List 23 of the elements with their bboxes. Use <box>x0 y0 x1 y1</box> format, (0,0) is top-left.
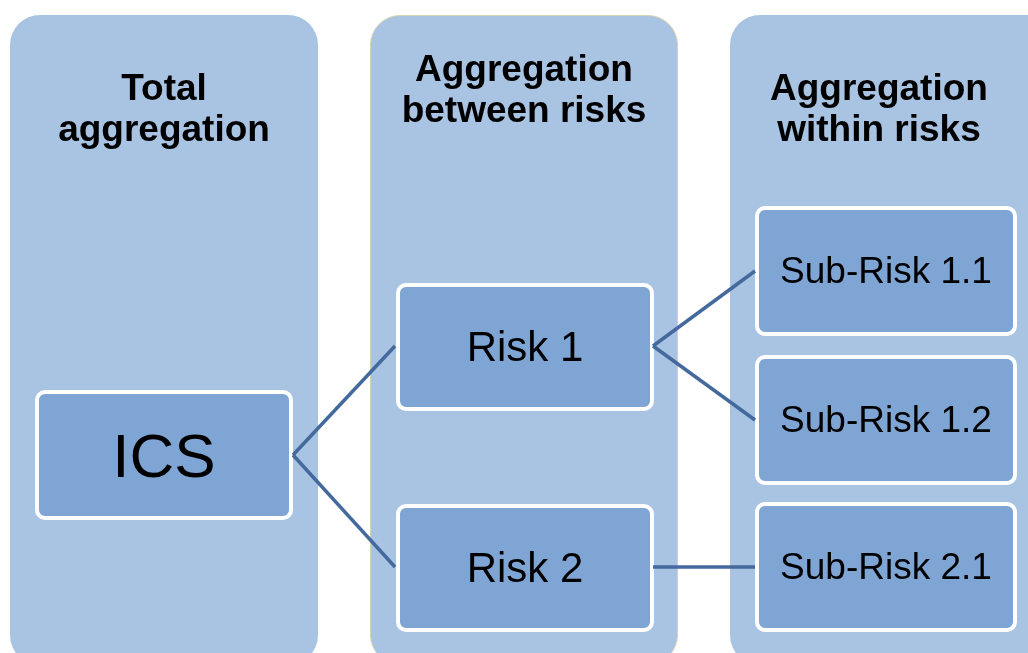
connector-line <box>291 344 397 457</box>
column-panel <box>730 15 1028 653</box>
process-box <box>396 283 654 411</box>
column-panel <box>10 15 318 653</box>
column-heading: Total aggregation <box>57 67 271 149</box>
process-box <box>755 206 1017 336</box>
box-label: Sub-Risk 1.2 <box>780 399 992 441</box>
process-box <box>755 355 1017 485</box>
box-label: Sub-Risk 2.1 <box>780 546 992 588</box>
connector-line <box>653 565 755 569</box>
box-label: Risk 2 <box>466 544 584 592</box>
column-heading: Aggregation between risks <box>400 48 648 130</box>
column-heading: Aggregation within risks <box>769 67 989 149</box>
connector-line <box>291 453 397 569</box>
box-label: Sub-Risk 1.1 <box>780 250 992 292</box>
connector-line <box>651 269 757 348</box>
column-panel <box>370 15 678 653</box>
box-label: Risk 1 <box>466 323 584 371</box>
process-box <box>755 502 1017 632</box>
process-box <box>35 390 293 520</box>
connector-line <box>651 344 757 422</box>
process-box <box>396 504 654 632</box>
box-label: ICS <box>112 419 216 491</box>
